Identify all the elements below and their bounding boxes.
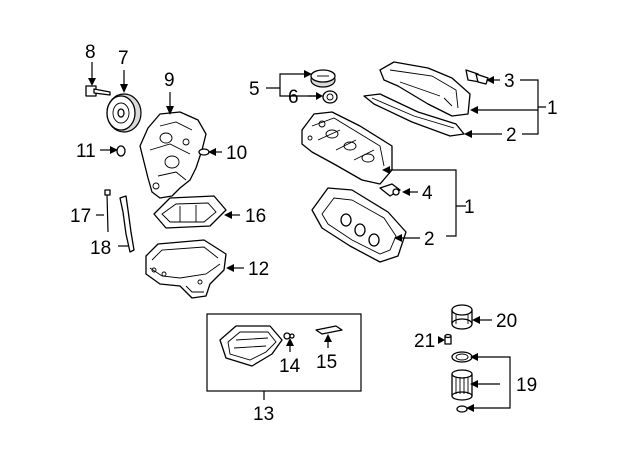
part-valve-cover-gasket-lower: [311, 187, 407, 263]
part-oil-filler-cap: [310, 69, 336, 88]
part-cap-gasket: [322, 90, 338, 104]
callout-8: 8: [85, 42, 96, 63]
callout-5: 5: [249, 79, 260, 100]
part-drain-plug: [283, 332, 295, 340]
part-cylinder-head-cover: [301, 111, 393, 185]
callout-20: 20: [496, 311, 517, 332]
callout-17: 17: [70, 206, 91, 227]
part-strainer: [315, 325, 343, 335]
part-baffle-plate: [153, 195, 227, 229]
part-bolt-upper: [465, 69, 489, 85]
callout-2-lower: 2: [424, 229, 435, 250]
callout-11: 11: [76, 141, 96, 162]
callout-7: 7: [118, 48, 129, 69]
part-valve-cover-upper: [379, 61, 471, 117]
callout-1-upper: 1: [547, 98, 558, 119]
callout-14: 14: [279, 356, 301, 377]
part-group-box: [206, 313, 362, 392]
part-drain-fitting: [444, 333, 452, 345]
part-oil-pan-upper: [145, 239, 227, 299]
callout-labels: 8 7 9 11 10 17 16 18 12 14 15 13 5 6 3 1…: [70, 42, 558, 425]
leader-lines: [88, 62, 546, 412]
part-bolt: [85, 85, 111, 97]
part-crank-pulley: [106, 93, 142, 133]
callout-4: 4: [422, 183, 433, 204]
callout-19: 19: [516, 375, 537, 396]
part-timing-cover: [139, 111, 207, 199]
callout-16: 16: [245, 206, 266, 227]
callout-12: 12: [248, 259, 269, 280]
part-dipstick: [119, 195, 135, 253]
callout-9: 9: [164, 70, 175, 91]
callout-6: 6: [288, 87, 299, 108]
part-dipstick-tube: [104, 189, 111, 233]
callout-21: 21: [414, 331, 435, 352]
callout-3: 3: [504, 71, 515, 92]
callout-2-upper: 2: [506, 125, 517, 146]
part-oil-filter: [451, 351, 473, 413]
part-oil-pan-lower: [219, 325, 283, 367]
callout-18: 18: [90, 238, 111, 259]
part-plug: [198, 148, 210, 156]
part-oil-seal: [116, 145, 126, 157]
callout-1-lower: 1: [464, 197, 475, 218]
callout-13: 13: [253, 404, 274, 425]
part-pcv-valve: [379, 183, 401, 197]
callout-10: 10: [226, 143, 247, 164]
callout-15: 15: [316, 352, 337, 373]
part-filter-cap: [451, 304, 473, 330]
